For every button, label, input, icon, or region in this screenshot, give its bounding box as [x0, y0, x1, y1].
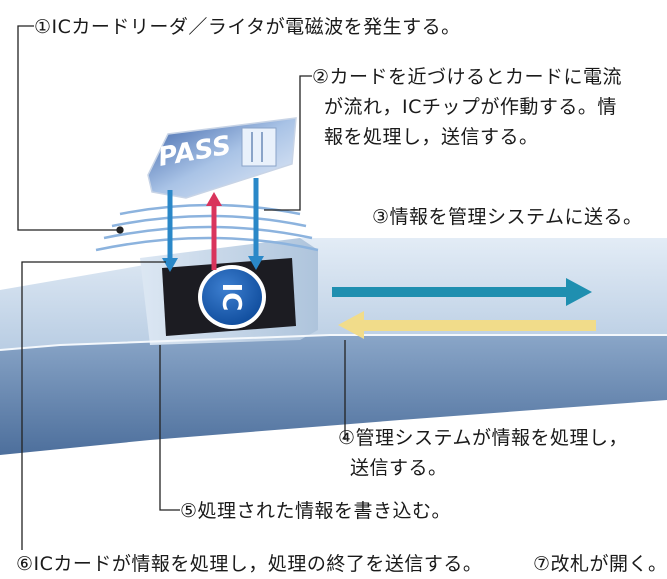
- step3-label: ③情報を管理システムに送る。: [372, 206, 643, 228]
- gate-edge-highlight: [0, 334, 667, 351]
- leader-lines: [17, 25, 346, 550]
- step2-label: ②カードを近づけるとカードに電流 が流れ，ICチップが作動する。情 報を処理し，…: [312, 62, 622, 152]
- step4-line2: 送信する。: [350, 457, 448, 479]
- arrow-card-to-reader-right: [248, 178, 264, 270]
- arrow-to-management-system: [332, 278, 592, 306]
- arrow-reader-to-card: [206, 192, 222, 270]
- electromagnetic-waves: [95, 203, 319, 252]
- step2-line3: 報を処理し，送信する。: [324, 126, 539, 148]
- leader-step6: [21, 261, 166, 550]
- gate-front-surface: [0, 335, 667, 455]
- arrow-from-management-system: [338, 311, 596, 339]
- step2-line2: が流れ，ICチップが作動する。情: [324, 96, 617, 118]
- ic-chip-text: IC: [216, 283, 246, 312]
- step6-label: ⑥ICカードが情報を処理し，処理の終了を送信する。: [16, 553, 483, 575]
- step2-line1: ②カードを近づけるとカードに電流: [312, 66, 623, 88]
- step5-label: ⑤処理された情報を書き込む。: [180, 500, 452, 522]
- arrow-card-to-reader-left: [162, 190, 178, 272]
- ic-card: PASS: [147, 117, 297, 199]
- leader-step2: [264, 75, 312, 211]
- step4-label: ④管理システムが情報を処理し， 送信する。: [338, 423, 628, 483]
- card-building-graphic: [241, 127, 277, 167]
- step1-label: ①ICカードリーダ／ライタが電磁波を発生する。: [34, 16, 461, 38]
- step7-label: ⑦改札が開く。: [533, 553, 667, 575]
- leader-step5: [159, 345, 180, 511]
- leader-step1: [17, 25, 118, 231]
- step4-line1: ④管理システムが情報を処理し，: [338, 427, 628, 449]
- ic-chip: IC: [198, 265, 266, 329]
